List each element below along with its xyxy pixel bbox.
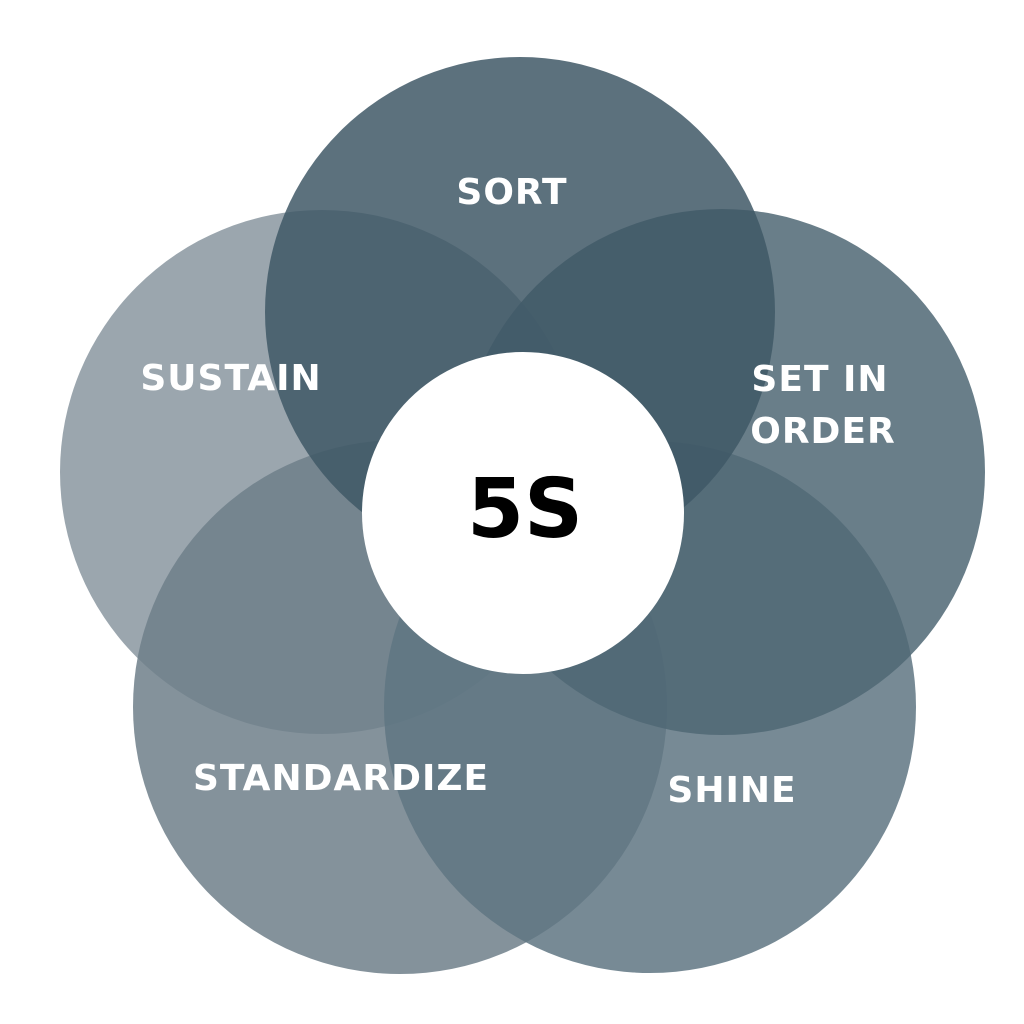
center-circle	[362, 352, 684, 674]
label-sustain: SUSTAIN	[140, 358, 321, 399]
label-set-in-order-line2: ORDER	[750, 411, 896, 452]
label-sort: SORT	[456, 172, 567, 213]
label-shine: SHINE	[667, 770, 796, 811]
center-title: 5S	[467, 462, 583, 557]
label-standardize: STANDARDIZE	[193, 758, 489, 799]
label-set-in-order-line1: SET IN	[751, 359, 888, 400]
